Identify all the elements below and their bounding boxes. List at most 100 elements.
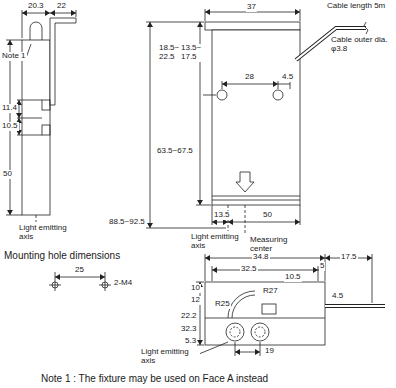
edge-line [205,318,325,319]
dimension-label: 4.5 [331,292,344,301]
sensor-body [22,40,50,215]
bottom-view [196,254,385,356]
arrow-symbol [236,172,254,192]
dimension-label: Note 1 [1,52,27,61]
window [42,100,50,110]
ext-line [22,10,23,38]
dimension-label: 17.5 [340,253,358,262]
dimension-label: 37 [246,3,257,12]
ext-line [196,205,211,206]
cable-inner [325,305,385,307]
dimension-label: 13.5 [213,211,231,220]
dimension-label: 12 [190,296,201,305]
slot-arc [228,291,255,318]
cable [325,304,385,308]
ext-line [55,272,56,291]
dimension-label: 25 [74,266,85,275]
sensor-body [212,30,300,205]
side-view [6,10,76,222]
ext-line [300,9,301,21]
dim-line [19,118,20,135]
dimension-label: 22 [56,2,67,11]
dimension-label: Light emitting axis [190,233,250,251]
dimension-label: 4.5 [281,73,294,82]
dimension-label: Cable outer dia. φ3.8 [330,36,394,54]
dim-line [228,222,300,223]
dim-line [55,277,105,278]
dimension-label: 10.5 [284,273,302,282]
dimension-label: 50 [262,211,273,220]
dimension-label: Light emitting axis [140,348,200,366]
lens-inner [255,327,265,337]
bracket [50,18,76,105]
ext-line [205,9,206,21]
mounting-holes [49,272,111,291]
ext-line [203,95,216,96]
dimension-label: 32.5 [240,265,258,274]
ext-line [17,118,42,119]
window [42,125,50,135]
dim-line [22,13,50,14]
dimension-label: R27 [262,287,279,296]
nub [30,22,42,40]
dim-line [212,222,228,223]
dimension-label: Light emitting axis [18,224,80,242]
dimension-label: 10 [190,284,201,293]
dimension-label: 88.5~92.5 [108,218,146,227]
dim-line [212,270,318,271]
ext-line [290,81,291,89]
leader-line [199,342,228,354]
dimension-label: Measuring center [249,236,297,254]
mount-hole [217,90,227,100]
ext-line [17,135,42,136]
stripe [212,200,300,201]
slot-arc [232,295,255,318]
lens-inner [230,327,240,337]
dimension-label: 19 [264,347,275,356]
dimension-label: 5 [319,262,325,271]
dimension-label: 11.4 [1,104,18,113]
ext-line [372,254,373,303]
ext-line [17,100,42,101]
sensor-outline [205,282,325,345]
leader-line [26,44,31,58]
dimension-label: 28 [244,73,255,82]
dim-line [222,84,278,85]
ext-line [6,40,22,41]
lens [251,323,269,341]
dim-line [278,84,290,85]
ext-line [222,81,223,89]
break-mark [364,22,368,34]
dimension-label: 13.5~ 17.5 [180,44,204,62]
dim-line [150,22,151,228]
dimension-label: Cable length 5m [326,2,386,11]
dimension-label: 20.3 [27,2,45,11]
dimension-label: 22.2 [180,312,198,321]
dimension-label: 50 [2,170,13,179]
ext-line [205,254,206,281]
stripe [212,196,300,197]
dimension-label: 2-M4 [113,279,133,288]
ext-line [260,342,261,356]
ext-line [300,205,301,225]
dimension-label: Note 1 : The fixture may be used on Face… [40,373,269,384]
dim-line [19,100,20,118]
dimension-label: 5.3 [184,337,197,346]
dimension-label: R25 [214,300,231,309]
dimension-label: 32.3 [180,325,198,334]
dim-line [50,13,76,14]
ext-line [235,342,236,356]
dimension-label: 10.5 [1,122,19,131]
lens [226,323,244,341]
mount-hole [273,90,283,100]
dimension-label: 18.5~ 22.5 [158,44,182,62]
ext-line [6,215,22,216]
ext-line [105,272,106,291]
ext-line [146,22,204,23]
dim-line [235,352,260,353]
dimension-label: Mounting hole dimensions [3,250,121,261]
ext-line [146,228,226,229]
ext-line [212,266,213,281]
axis-line [245,205,246,234]
bracket [205,22,300,30]
